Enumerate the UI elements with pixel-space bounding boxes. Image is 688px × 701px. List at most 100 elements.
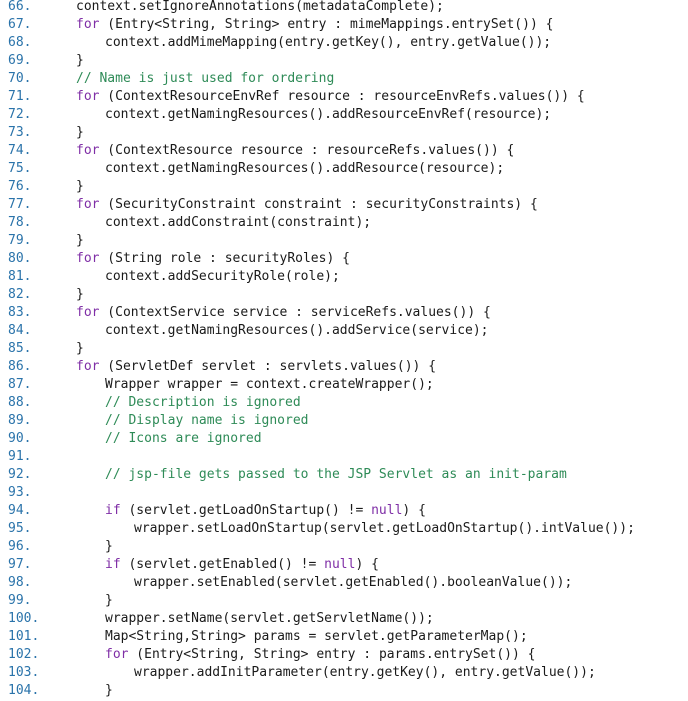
code-token: (servlet.getEnabled() != bbox=[120, 557, 325, 572]
line-number: 78. bbox=[8, 215, 32, 230]
code-line: 69.} bbox=[0, 52, 688, 70]
code-line: 96.} bbox=[0, 538, 688, 556]
code-token: } bbox=[76, 341, 84, 356]
comment-token: // Name is just used for ordering bbox=[76, 71, 335, 86]
code-text: } bbox=[76, 340, 84, 358]
code-text: for (SecurityConstraint constraint : sec… bbox=[76, 196, 538, 214]
code-text: for (Entry<String, String> entry : mimeM… bbox=[76, 16, 553, 34]
code-line: 77. for (SecurityConstraint constraint : … bbox=[0, 196, 688, 214]
code-line: 99.} bbox=[0, 592, 688, 610]
line-number: 70. bbox=[8, 71, 32, 86]
comment-token: // Icons are ignored bbox=[105, 431, 262, 446]
line-number: 86. bbox=[8, 359, 32, 374]
code-text: } bbox=[105, 682, 113, 700]
code-text: if (servlet.getEnabled() != null) { bbox=[105, 556, 379, 574]
code-line: 103. wrapper.addInitParameter(entry.getKe… bbox=[0, 664, 688, 682]
code-token: context.getNamingResources().addResource… bbox=[105, 161, 505, 176]
code-line: 85.} bbox=[0, 340, 688, 358]
code-text: } bbox=[105, 538, 113, 556]
code-line: 97. if (servlet.getEnabled() != null) { bbox=[0, 556, 688, 574]
code-line: 87. Wrapper wrapper = context.createWrapp… bbox=[0, 376, 688, 394]
code-token: Wrapper wrapper = context.createWrapper(… bbox=[105, 377, 434, 392]
line-number: 91. bbox=[8, 449, 32, 464]
code-token: } bbox=[76, 179, 84, 194]
code-line: 94. if (servlet.getLoadOnStartup() != nul… bbox=[0, 502, 688, 520]
code-token: wrapper.setLoadOnStartup(servlet.getLoad… bbox=[134, 521, 635, 536]
literal-token: null bbox=[324, 557, 356, 572]
code-token: } bbox=[76, 125, 84, 140]
code-line: 78. context.addConstraint(constraint); bbox=[0, 214, 688, 232]
code-line: 95. wrapper.setLoadOnStartup(servlet.getL… bbox=[0, 520, 688, 538]
code-text: wrapper.setName(servlet.getServletName()… bbox=[105, 610, 434, 628]
code-line: 74.for (ContextResource resource : resou… bbox=[0, 142, 688, 160]
code-text: } bbox=[76, 178, 84, 196]
code-text: // Name is just used for ordering bbox=[76, 70, 334, 88]
code-token: wrapper.addInitParameter(entry.getKey(),… bbox=[134, 665, 596, 680]
code-text: context.getNamingResources().addResource… bbox=[105, 160, 504, 178]
code-text: context.getNamingResources().addResource… bbox=[105, 106, 551, 124]
code-token: (servlet.getLoadOnStartup() != bbox=[120, 503, 372, 518]
code-token: (ContextResource resource : resourceRefs… bbox=[99, 143, 515, 158]
keyword-token: if bbox=[105, 557, 121, 572]
code-line: 86.for (ServletDef servlet : servlets.va… bbox=[0, 358, 688, 376]
code-text: if (servlet.getLoadOnStartup() != null) … bbox=[105, 502, 426, 520]
line-number: 103. bbox=[8, 665, 40, 680]
code-text: // jsp-file gets passed to the JSP Servl… bbox=[105, 466, 567, 484]
line-number: 100. bbox=[8, 611, 40, 626]
line-number: 75. bbox=[8, 161, 32, 176]
code-token: } bbox=[105, 593, 113, 608]
code-token: context.addConstraint(constraint); bbox=[105, 215, 372, 230]
code-token: context.setIgnoreAnnotations(metadataCom… bbox=[76, 0, 444, 14]
code-token: context.addMimeMapping(entry.getKey(), e… bbox=[105, 35, 552, 50]
code-line: 68. context.addMimeMapping(entry.getKey()… bbox=[0, 34, 688, 52]
code-text: // Description is ignored bbox=[105, 394, 301, 412]
keyword-token: for bbox=[76, 17, 100, 32]
line-number: 72. bbox=[8, 107, 32, 122]
line-number: 68. bbox=[8, 35, 32, 50]
line-number: 90. bbox=[8, 431, 32, 446]
keyword-token: if bbox=[105, 503, 121, 518]
code-line: 84.context.getNamingResources().addServi… bbox=[0, 322, 688, 340]
code-text: context.setIgnoreAnnotations(metadataCom… bbox=[76, 0, 444, 16]
line-number: 95. bbox=[8, 521, 32, 536]
code-line: 98.wrapper.setEnabled(servlet.getEnabled… bbox=[0, 574, 688, 592]
code-line: 81.context.addSecurityRole(role); bbox=[0, 268, 688, 286]
code-text: context.addConstraint(constraint); bbox=[105, 214, 371, 232]
code-token: wrapper.setName(servlet.getServletName()… bbox=[105, 611, 434, 626]
code-line: 72. context.getNamingResources().addResou… bbox=[0, 106, 688, 124]
code-token: } bbox=[76, 233, 84, 248]
code-token: (String role : securityRoles) { bbox=[99, 251, 350, 266]
code-line: 82.} bbox=[0, 286, 688, 304]
line-number: 102. bbox=[8, 647, 40, 662]
line-number: 82. bbox=[8, 287, 32, 302]
code-line: 88.// Description is ignored bbox=[0, 394, 688, 412]
code-line: 70. // Name is just used for ordering bbox=[0, 70, 688, 88]
line-number: 85. bbox=[8, 341, 32, 356]
line-number: 77. bbox=[8, 197, 32, 212]
code-line: 101.Map<String,String> params = servlet.… bbox=[0, 628, 688, 646]
code-text: wrapper.setLoadOnStartup(servlet.getLoad… bbox=[134, 520, 635, 538]
code-token: (Entry<String, String> entry : params.en… bbox=[128, 647, 536, 662]
code-line: 90. // Icons are ignored bbox=[0, 430, 688, 448]
line-number: 104. bbox=[8, 683, 40, 698]
code-text: wrapper.setEnabled(servlet.getEnabled().… bbox=[134, 574, 572, 592]
code-token: wrapper.setEnabled(servlet.getEnabled().… bbox=[134, 575, 573, 590]
keyword-token: for bbox=[76, 305, 100, 320]
line-number: 101. bbox=[8, 629, 40, 644]
line-number: 94. bbox=[8, 503, 32, 518]
code-line: 75. context.getNamingResources().addResou… bbox=[0, 160, 688, 178]
code-line: 73.} bbox=[0, 124, 688, 142]
line-number: 87. bbox=[8, 377, 32, 392]
code-token: context.getNamingResources().addResource… bbox=[105, 107, 552, 122]
code-text: context.addSecurityRole(role); bbox=[105, 268, 340, 286]
keyword-token: for bbox=[105, 647, 129, 662]
code-token: (ServletDef servlet : servlets.values())… bbox=[99, 359, 437, 374]
code-text: for (ContextResource resource : resource… bbox=[76, 142, 514, 160]
line-number: 97. bbox=[8, 557, 32, 572]
code-text: // Icons are ignored bbox=[105, 430, 262, 448]
code-text: for (Entry<String, String> entry : param… bbox=[105, 646, 535, 664]
code-token: } bbox=[76, 287, 84, 302]
code-text: context.getNamingResources().addService(… bbox=[105, 322, 489, 340]
comment-token: // jsp-file gets passed to the JSP Servl… bbox=[105, 467, 567, 482]
